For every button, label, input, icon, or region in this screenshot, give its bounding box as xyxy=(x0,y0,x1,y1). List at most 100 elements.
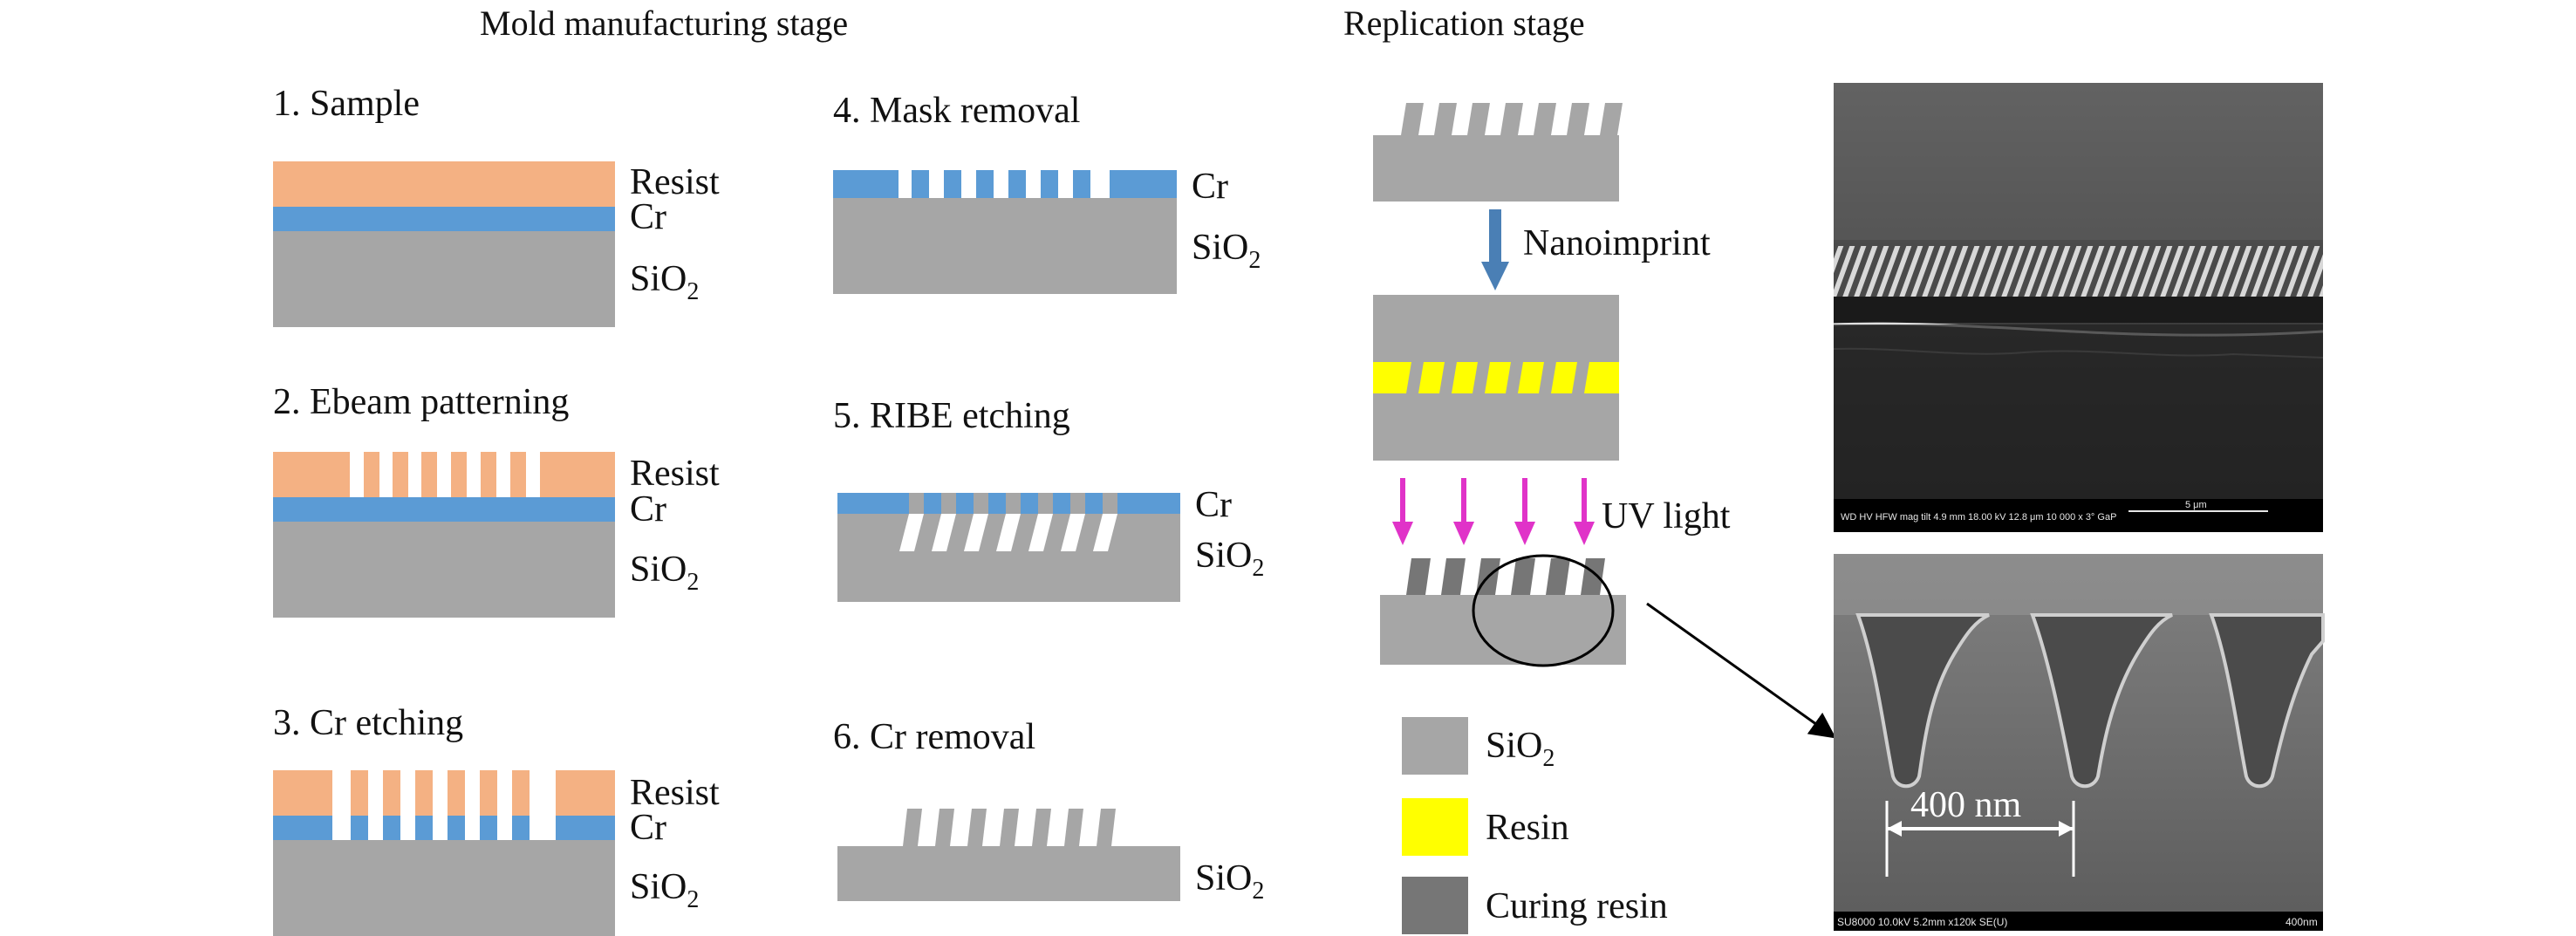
step-4-title: 4. Mask removal xyxy=(833,91,1080,131)
cured-pillar xyxy=(1511,558,1535,595)
etched-trench xyxy=(899,514,924,551)
legend-resin-label: Resin xyxy=(1486,808,1569,848)
uv-arrows xyxy=(1392,478,1595,545)
pillar xyxy=(1097,809,1116,846)
step-6-sio2-label: SiO2 xyxy=(1195,858,1264,905)
nanoimprint-arrow xyxy=(1481,209,1509,290)
uv-arrow xyxy=(1453,478,1474,545)
step-4-sio2-label: SiO2 xyxy=(1192,228,1261,274)
replicated-trench xyxy=(1855,613,1990,789)
resist-block xyxy=(273,452,350,497)
cr-line xyxy=(924,493,941,514)
uv-light-label: UV light xyxy=(1602,496,1731,536)
cr-line xyxy=(512,816,530,840)
sem-footer-bar xyxy=(1834,912,2323,931)
resist-line xyxy=(481,452,496,497)
sem-footer-scale: 400nm xyxy=(2286,916,2318,928)
sio2-substrate xyxy=(273,840,615,936)
nanoimprint-label: Nanoimprint xyxy=(1523,223,1711,263)
step-4-cr-label: Cr xyxy=(1192,167,1228,207)
step-2-cr-label: Cr xyxy=(630,489,666,529)
pillar xyxy=(1064,809,1083,846)
sio2-substrate xyxy=(1373,135,1619,202)
replication-stage-heading: Replication stage xyxy=(1343,3,1585,43)
pillar xyxy=(1032,809,1051,846)
cr-layer xyxy=(273,207,615,231)
resist-line xyxy=(451,452,467,497)
step-2-title: 2. Ebeam patterning xyxy=(273,382,569,422)
pillar xyxy=(1600,103,1623,135)
legend: SiO2 Resin Curing resin xyxy=(1402,717,1668,934)
pillar xyxy=(967,809,987,846)
step-1-sio2-label: SiO2 xyxy=(630,259,699,305)
step-5-title: 5. RIBE etching xyxy=(833,396,1070,436)
step-2-sio2-label: SiO2 xyxy=(630,550,699,596)
sem-image-top: WD HV HFW mag tilt 4.9 mm 18.00 kV 12.8 … xyxy=(1833,83,2324,532)
legend-swatch-sio2 xyxy=(1402,717,1468,775)
legend-curing-resin-label: Curing resin xyxy=(1486,886,1668,926)
step-3-sio2-label: SiO2 xyxy=(630,867,699,913)
cr-layer xyxy=(273,497,615,522)
cr-line xyxy=(1008,170,1026,198)
uv-arrow xyxy=(1574,478,1595,545)
cr-line xyxy=(448,816,465,840)
sio2-substrate xyxy=(833,198,1177,294)
cr-block xyxy=(556,816,615,840)
step-3-stack xyxy=(273,770,615,936)
resist-line xyxy=(421,452,437,497)
cr-line xyxy=(383,816,400,840)
cr-line xyxy=(1085,493,1103,514)
step-1-cr-label: Cr xyxy=(630,197,666,237)
etched-trench xyxy=(964,514,988,551)
imprint-stack xyxy=(1373,295,1619,461)
resist-line xyxy=(415,770,433,816)
legend-swatch-curing-resin xyxy=(1402,877,1468,934)
grating-ridges xyxy=(1834,246,2323,297)
uv-arrow xyxy=(1392,478,1413,545)
pillar xyxy=(1467,103,1490,135)
resist-line xyxy=(512,770,530,816)
resist-line xyxy=(510,452,526,497)
etched-trench xyxy=(1093,514,1117,551)
cr-block xyxy=(833,170,899,198)
cr-line xyxy=(1041,170,1058,198)
step-6-title: 6. Cr removal xyxy=(833,717,1035,757)
scale-400nm-label: 400 nm xyxy=(1910,785,2022,825)
cured-replica xyxy=(1380,558,1626,665)
step-2-resist-label: Resist xyxy=(630,454,720,494)
cr-line xyxy=(351,816,368,840)
sio2-substrate xyxy=(837,846,1180,901)
step-1-stack xyxy=(273,161,615,327)
legend-sio2-label: SiO2 xyxy=(1486,726,1554,772)
cr-line xyxy=(912,170,929,198)
cr-line xyxy=(988,493,1006,514)
cr-line xyxy=(415,816,433,840)
cured-pillar xyxy=(1581,558,1605,595)
pillar xyxy=(903,809,922,846)
etched-trench xyxy=(996,514,1021,551)
cured-pillar xyxy=(1546,558,1570,595)
resist-layer xyxy=(273,161,615,207)
pillar xyxy=(1500,103,1523,135)
zoom-arrow xyxy=(1646,602,1836,739)
resist-line xyxy=(383,770,400,816)
pillar xyxy=(1567,103,1589,135)
resist-block xyxy=(273,770,332,816)
sem-info-bar xyxy=(1834,499,2323,532)
step-3-resist-label: Resist xyxy=(630,773,720,813)
step-5-cr-label: Cr xyxy=(1195,485,1232,525)
pillar xyxy=(1434,103,1457,135)
resist-block xyxy=(556,770,615,816)
cr-line xyxy=(1053,493,1070,514)
step-3-title: 3. Cr etching xyxy=(273,703,463,743)
cr-line xyxy=(480,816,497,840)
sio2-substrate xyxy=(273,522,615,618)
step-5-stack xyxy=(837,493,1180,602)
uv-arrow xyxy=(1514,478,1535,545)
legend-swatch-resin xyxy=(1402,798,1468,856)
step-5-sio2-label: SiO2 xyxy=(1195,536,1264,582)
resist-line xyxy=(364,452,379,497)
sem-scale-label: 5 μm xyxy=(2185,500,2207,510)
replicated-trench xyxy=(2030,613,2173,789)
